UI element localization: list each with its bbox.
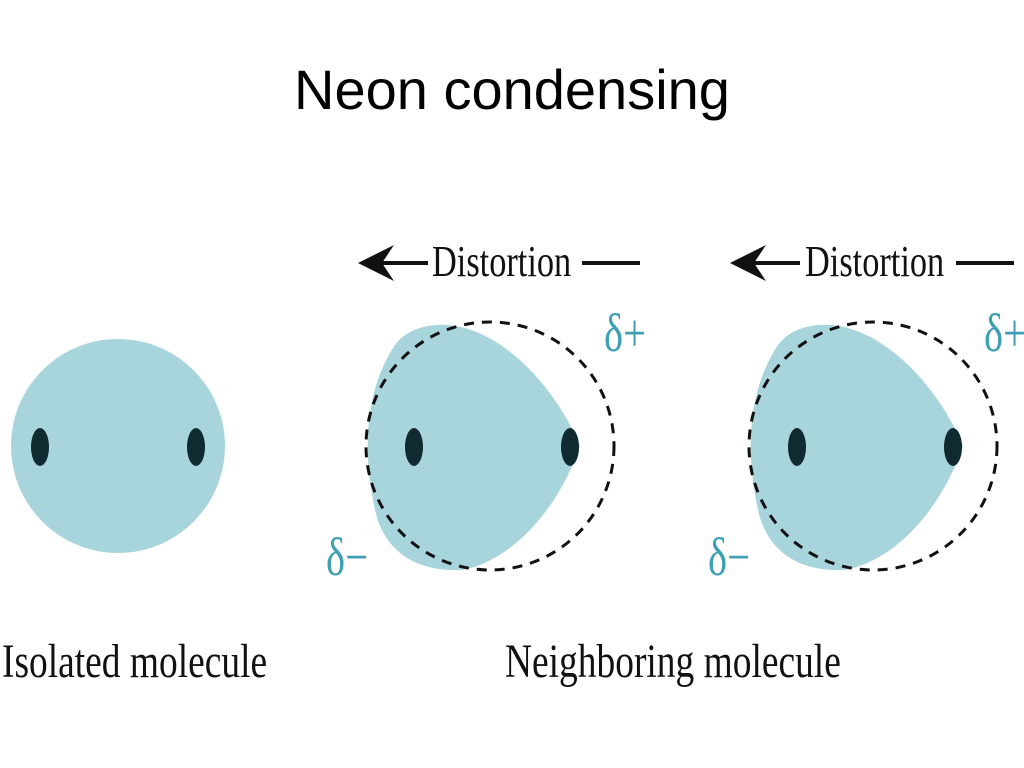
neighboring-molecule-1 [358, 245, 640, 572]
undistorted-outline-1 [364, 320, 616, 572]
delta-plus-label-2: δ+ [984, 303, 1024, 363]
left-arrow-icon [358, 245, 394, 281]
nucleus-2-right [944, 428, 962, 466]
neighboring-molecule-label: Neighboring molecule [505, 635, 841, 688]
delta-minus-label-1: δ− [326, 527, 368, 587]
neighboring-molecule-2 [730, 245, 1014, 572]
distortion-label-1: Distortion [432, 237, 572, 286]
undistorted-outline-2 [747, 320, 999, 572]
distorted-electron-cloud-1 [367, 324, 580, 571]
left-arrow-icon [730, 245, 766, 281]
isolated-molecule-label: Isolated molecule [2, 635, 268, 688]
distortion-label-2: Distortion [805, 237, 945, 286]
page-title: Neon condensing [294, 58, 730, 121]
nucleus-2-left [788, 428, 806, 466]
delta-minus-label-2: δ− [708, 527, 750, 587]
isolated-molecule [11, 339, 225, 553]
delta-plus-label-1: δ+ [604, 303, 646, 363]
nucleus-1-left [405, 428, 423, 466]
isolated-electron-cloud [11, 339, 225, 553]
nucleus-1-right [561, 428, 579, 466]
isolated-nucleus-left [31, 428, 49, 466]
distorted-electron-cloud-2 [750, 324, 963, 571]
isolated-nucleus-right [187, 428, 205, 466]
